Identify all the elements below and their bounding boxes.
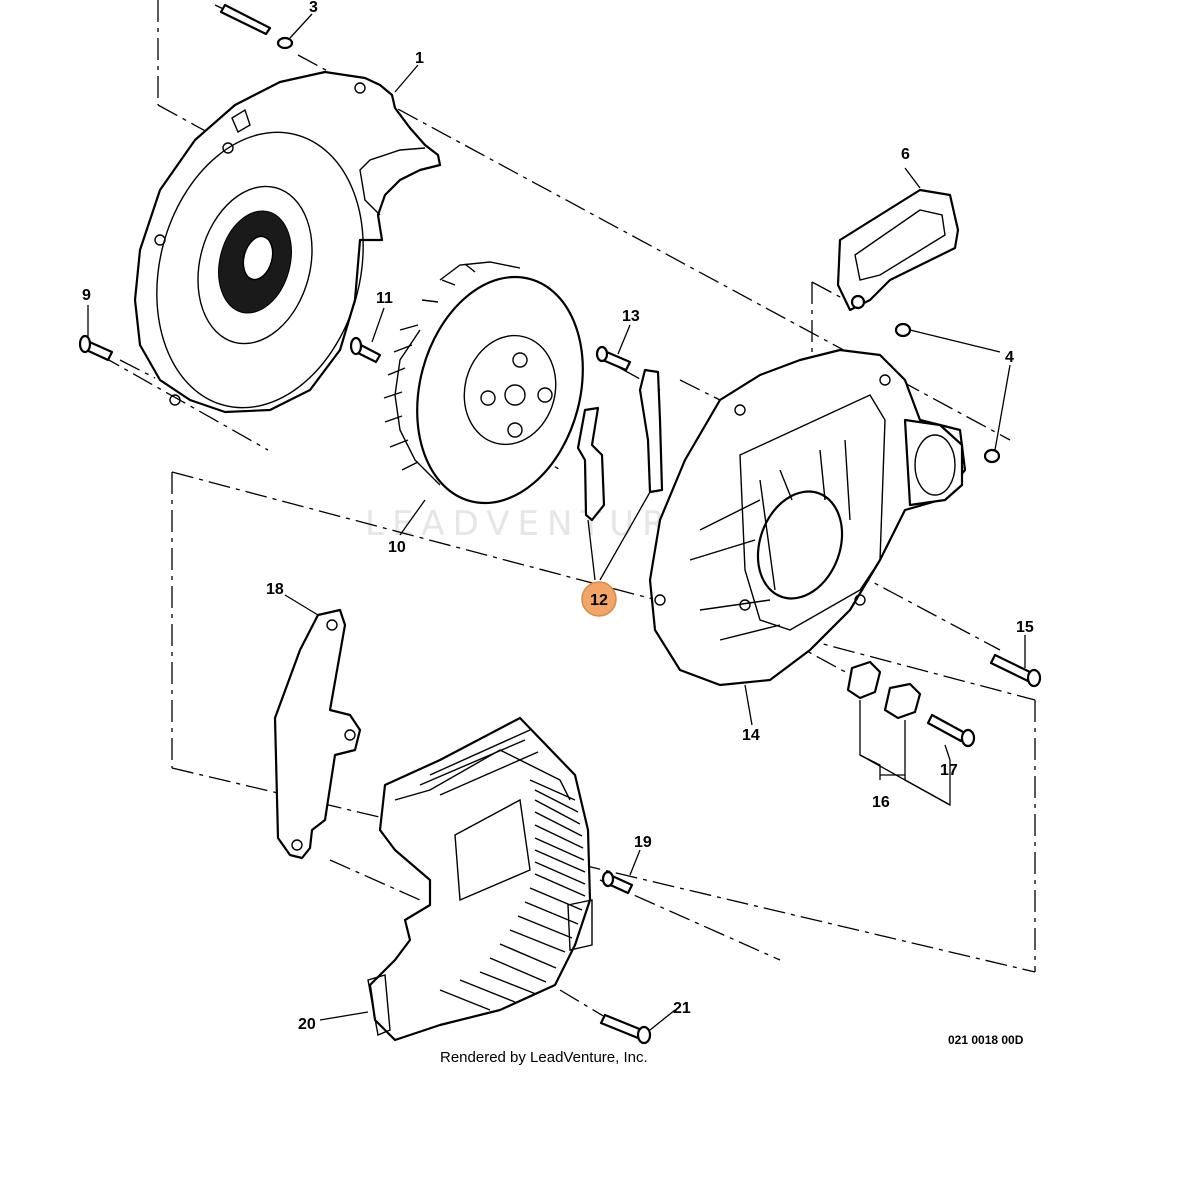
callout-4[interactable]: 4 (1005, 349, 1014, 366)
callout-18[interactable]: 18 (266, 581, 284, 598)
screw-11 (349, 336, 382, 364)
blower-housing-cover (133, 70, 442, 414)
callout-10[interactable]: 10 (388, 539, 406, 556)
callout-21[interactable]: 21 (673, 1000, 691, 1017)
credit-text: Rendered by LeadVenture, Inc. (440, 1049, 648, 1066)
callout-9[interactable]: 9 (82, 287, 91, 304)
screw-17 (926, 713, 976, 748)
callout-6[interactable]: 6 (901, 146, 910, 163)
callout-20[interactable]: 20 (298, 1016, 316, 1033)
callout-12[interactable]: 12 (590, 592, 608, 609)
fan-impeller (383, 261, 584, 505)
diagram-code: 021 0018 00D (948, 1033, 1024, 1047)
callout-12-circle[interactable] (581, 581, 617, 617)
handle-6 (836, 188, 960, 312)
callout-19[interactable]: 19 (634, 834, 652, 851)
callout-15[interactable]: 15 (1016, 619, 1034, 636)
callout-16[interactable]: 16 (872, 794, 890, 811)
callout-3[interactable]: 3 (309, 0, 318, 16)
callout-13[interactable]: 13 (622, 308, 640, 325)
screw-19 (601, 870, 634, 895)
bracket-18 (273, 608, 362, 860)
cover-20 (367, 716, 593, 1042)
gaskets-12 (576, 368, 664, 522)
callout-12-highlight[interactable]: 12 (581, 581, 617, 617)
blower-housing-back (648, 348, 967, 687)
screw-15 (989, 653, 1042, 688)
screw-21 (599, 1013, 652, 1045)
callout-1[interactable]: 1 (415, 50, 424, 67)
clips-16 (846, 660, 922, 720)
screw-top (219, 3, 294, 50)
screw-13 (595, 345, 632, 372)
screw-9 (78, 334, 114, 362)
callout-17[interactable]: 17 (940, 762, 958, 779)
callout-11[interactable]: 11 (376, 290, 393, 307)
callout-14[interactable]: 14 (742, 727, 760, 744)
watermark: LEADVENTURE (365, 504, 703, 544)
leader-lines (87, 13, 1026, 1031)
